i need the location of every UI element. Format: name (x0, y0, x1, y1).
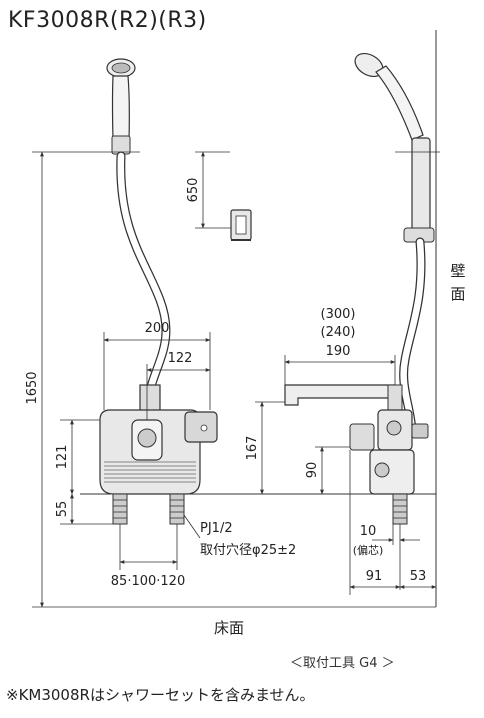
mixer-body-side (349, 409, 429, 525)
wall-label-1: 壁 (450, 262, 465, 280)
footnote: ※KM3008Rはシャワーセットを含みません。 (6, 686, 315, 704)
dim-height-55: 55 (55, 501, 70, 518)
spacing-label: 85·100·120 (111, 574, 185, 589)
model-title: KF3008R(R2)(R3) (8, 8, 207, 33)
dim-hook-height: 650 (186, 178, 201, 203)
dim-height-121: 121 (55, 445, 70, 470)
dim-spout-190: 190 (326, 344, 351, 359)
dim-height-90: 90 (305, 462, 320, 479)
dim-spout-240: (240) (321, 325, 356, 340)
wall-label-2: 面 (450, 285, 465, 303)
slide-bar-side (395, 137, 440, 243)
mounting-legs-front (112, 493, 185, 525)
dim-spout-300: (300) (321, 307, 356, 322)
mixer-body-front (99, 384, 218, 495)
dim-total-height: 1650 (25, 371, 40, 404)
dim-width-122: 122 (168, 351, 193, 366)
dim-offset-10: 10 (360, 524, 377, 539)
dim-depth-91: 91 (366, 569, 383, 584)
shower-head-side (354, 52, 424, 141)
hose-hook (230, 209, 252, 241)
tool-note: ＜取付工具 G4 ＞ (290, 656, 395, 671)
shower-head-front (106, 58, 136, 155)
floor-label: 床面 (214, 619, 244, 637)
dim-depth-53: 53 (410, 569, 427, 584)
dim-height-167: 167 (245, 436, 260, 461)
offset-label: (偏芯) (353, 543, 384, 557)
hole-label: 取付穴径φ25±2 (200, 543, 296, 558)
pj-label: PJ1/2 (200, 521, 233, 536)
dim-width-200: 200 (145, 321, 170, 336)
